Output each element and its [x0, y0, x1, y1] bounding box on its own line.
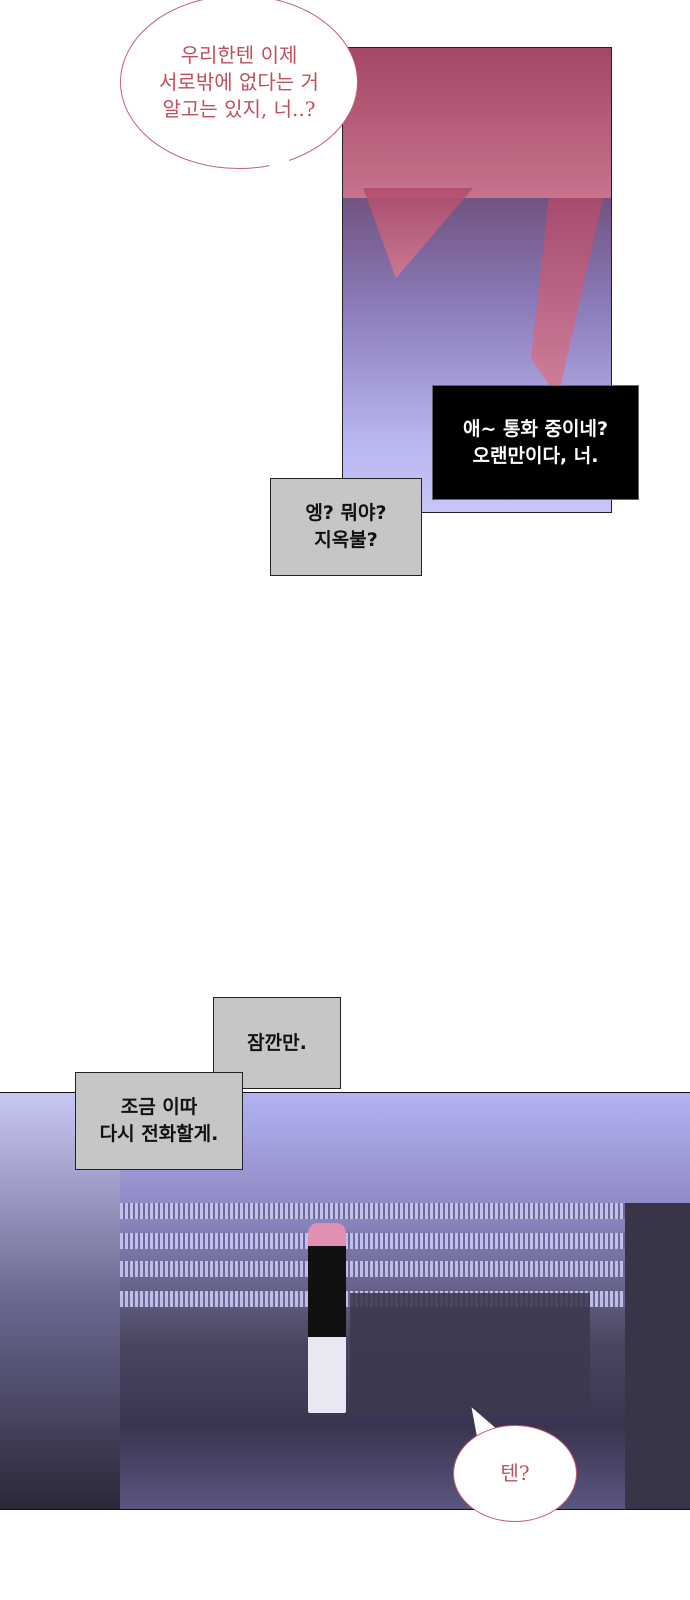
- caption-text: 조금 이따 다시 전화할게.: [99, 1096, 219, 1145]
- table-chairs: [350, 1293, 590, 1413]
- caption-text: 애~ 통화 중이네? 오랜만이다, 너.: [462, 417, 609, 467]
- character-figure: [308, 1223, 346, 1413]
- caption-box-gray: 조금 이따 다시 전화할게.: [75, 1072, 243, 1170]
- speech-text: 텐?: [500, 1461, 530, 1485]
- panel-hair-closeup: [342, 47, 612, 513]
- caption-text: 엥? 뭐야? 지옥불?: [305, 502, 387, 551]
- caption-box-black: 애~ 통화 중이네? 오랜만이다, 너.: [432, 385, 639, 500]
- caption-box-gray: 엥? 뭐야? 지옥불?: [270, 478, 422, 576]
- speech-bubble-bottom: 텐?: [453, 1425, 577, 1522]
- caption-text: 잠깐만.: [247, 1031, 307, 1054]
- speech-text: 우리한텐 이제 서로밖에 없다는 거 알고는 있지, 너..?: [159, 42, 319, 121]
- bookshelf-right: [625, 1203, 690, 1509]
- speech-bubble-top: 우리한텐 이제 서로밖에 없다는 거 알고는 있지, 너..?: [120, 0, 358, 169]
